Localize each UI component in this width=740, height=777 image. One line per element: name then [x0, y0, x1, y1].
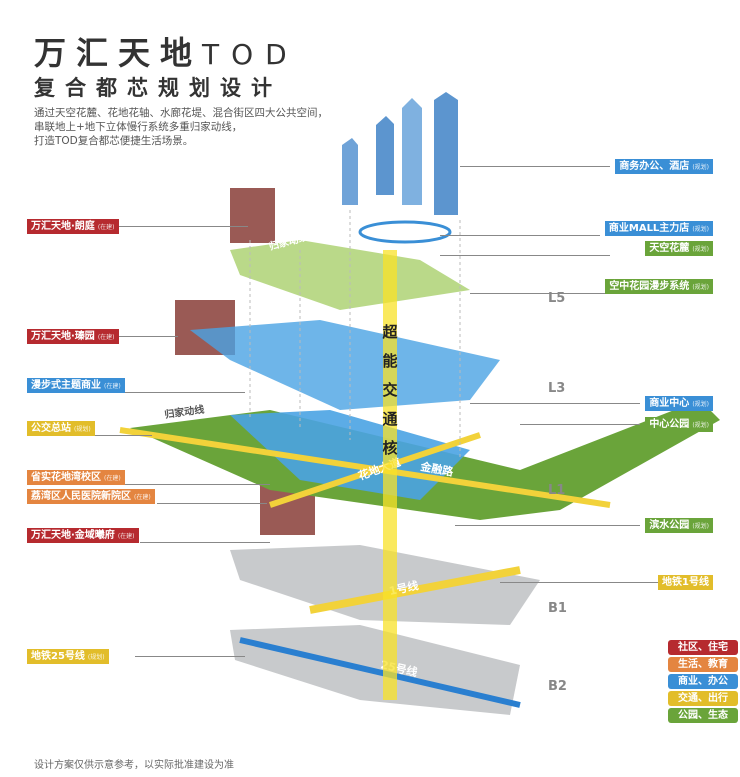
label-zhenyuan: 万汇天地·瑧园(在建): [27, 329, 119, 344]
transit-core-label: 超能交通核: [382, 323, 398, 457]
label-commercial-center: 商业中心(规划): [645, 396, 713, 411]
label-metro-1: 地铁1号线: [658, 575, 713, 590]
label-office-hotel: 商务办公、酒店(规划): [615, 159, 713, 174]
legend-residential: 社区、住宅: [668, 640, 738, 655]
label-central-park: 中心公园(规划): [645, 417, 713, 432]
label-bus-terminal: 公交总站(规划): [27, 421, 95, 436]
label-metro-25: 地铁25号线(规划): [27, 649, 109, 664]
label-mall: 商业MALL主力店(规划): [604, 221, 713, 236]
legend-education: 生活、教育: [668, 657, 738, 672]
office-towers: [342, 92, 458, 215]
label-school: 省实花地湾校区(在建): [27, 470, 125, 485]
disclaimer: 设计方案仅供示意参考，以实际批准建设为准: [34, 760, 234, 771]
road-label: 金融路: [418, 459, 455, 479]
legend-commercial: 商业、办公: [668, 674, 738, 689]
transit-core-bar: [383, 250, 397, 700]
level-l1: L1: [548, 483, 566, 498]
label-skywalk: 空中花园漫步系统(规划): [605, 279, 713, 294]
page-title: 万汇天地TOD: [34, 34, 299, 72]
mall-ring: [358, 220, 452, 244]
label-langting: 万汇天地·朗庭(在建): [27, 219, 119, 234]
page-subtitle: 复合都芯规划设计: [34, 76, 282, 100]
legend-transport: 交通、出行: [668, 691, 738, 706]
level-b2: B2: [548, 679, 567, 694]
l1-water: [230, 410, 470, 500]
path-label: 归家动线: [164, 403, 205, 421]
label-hospital: 荔湾区人民医院新院区(在建): [27, 489, 155, 504]
label-jinyu-xifu: 万汇天地·金域曦府(在建): [27, 528, 139, 543]
level-l3: L3: [548, 381, 566, 396]
label-themed-commercial: 漫步式主题商业(在建): [27, 378, 125, 393]
level-l5: L5: [548, 291, 566, 306]
legend-park: 公园、生态: [668, 708, 738, 723]
level-b1: B1: [548, 601, 567, 616]
label-waterfront-park: 滨水公园(规划): [645, 518, 713, 533]
description: 通过天空花麓、花地花轴、水廊花堤、混合街区四大公共空间，串联地上+地下立体慢行系…: [34, 107, 328, 147]
l5-garden: [230, 240, 470, 310]
label-sky-garden: 天空花麓(规划): [645, 241, 713, 256]
l3-commercial: [190, 320, 500, 410]
